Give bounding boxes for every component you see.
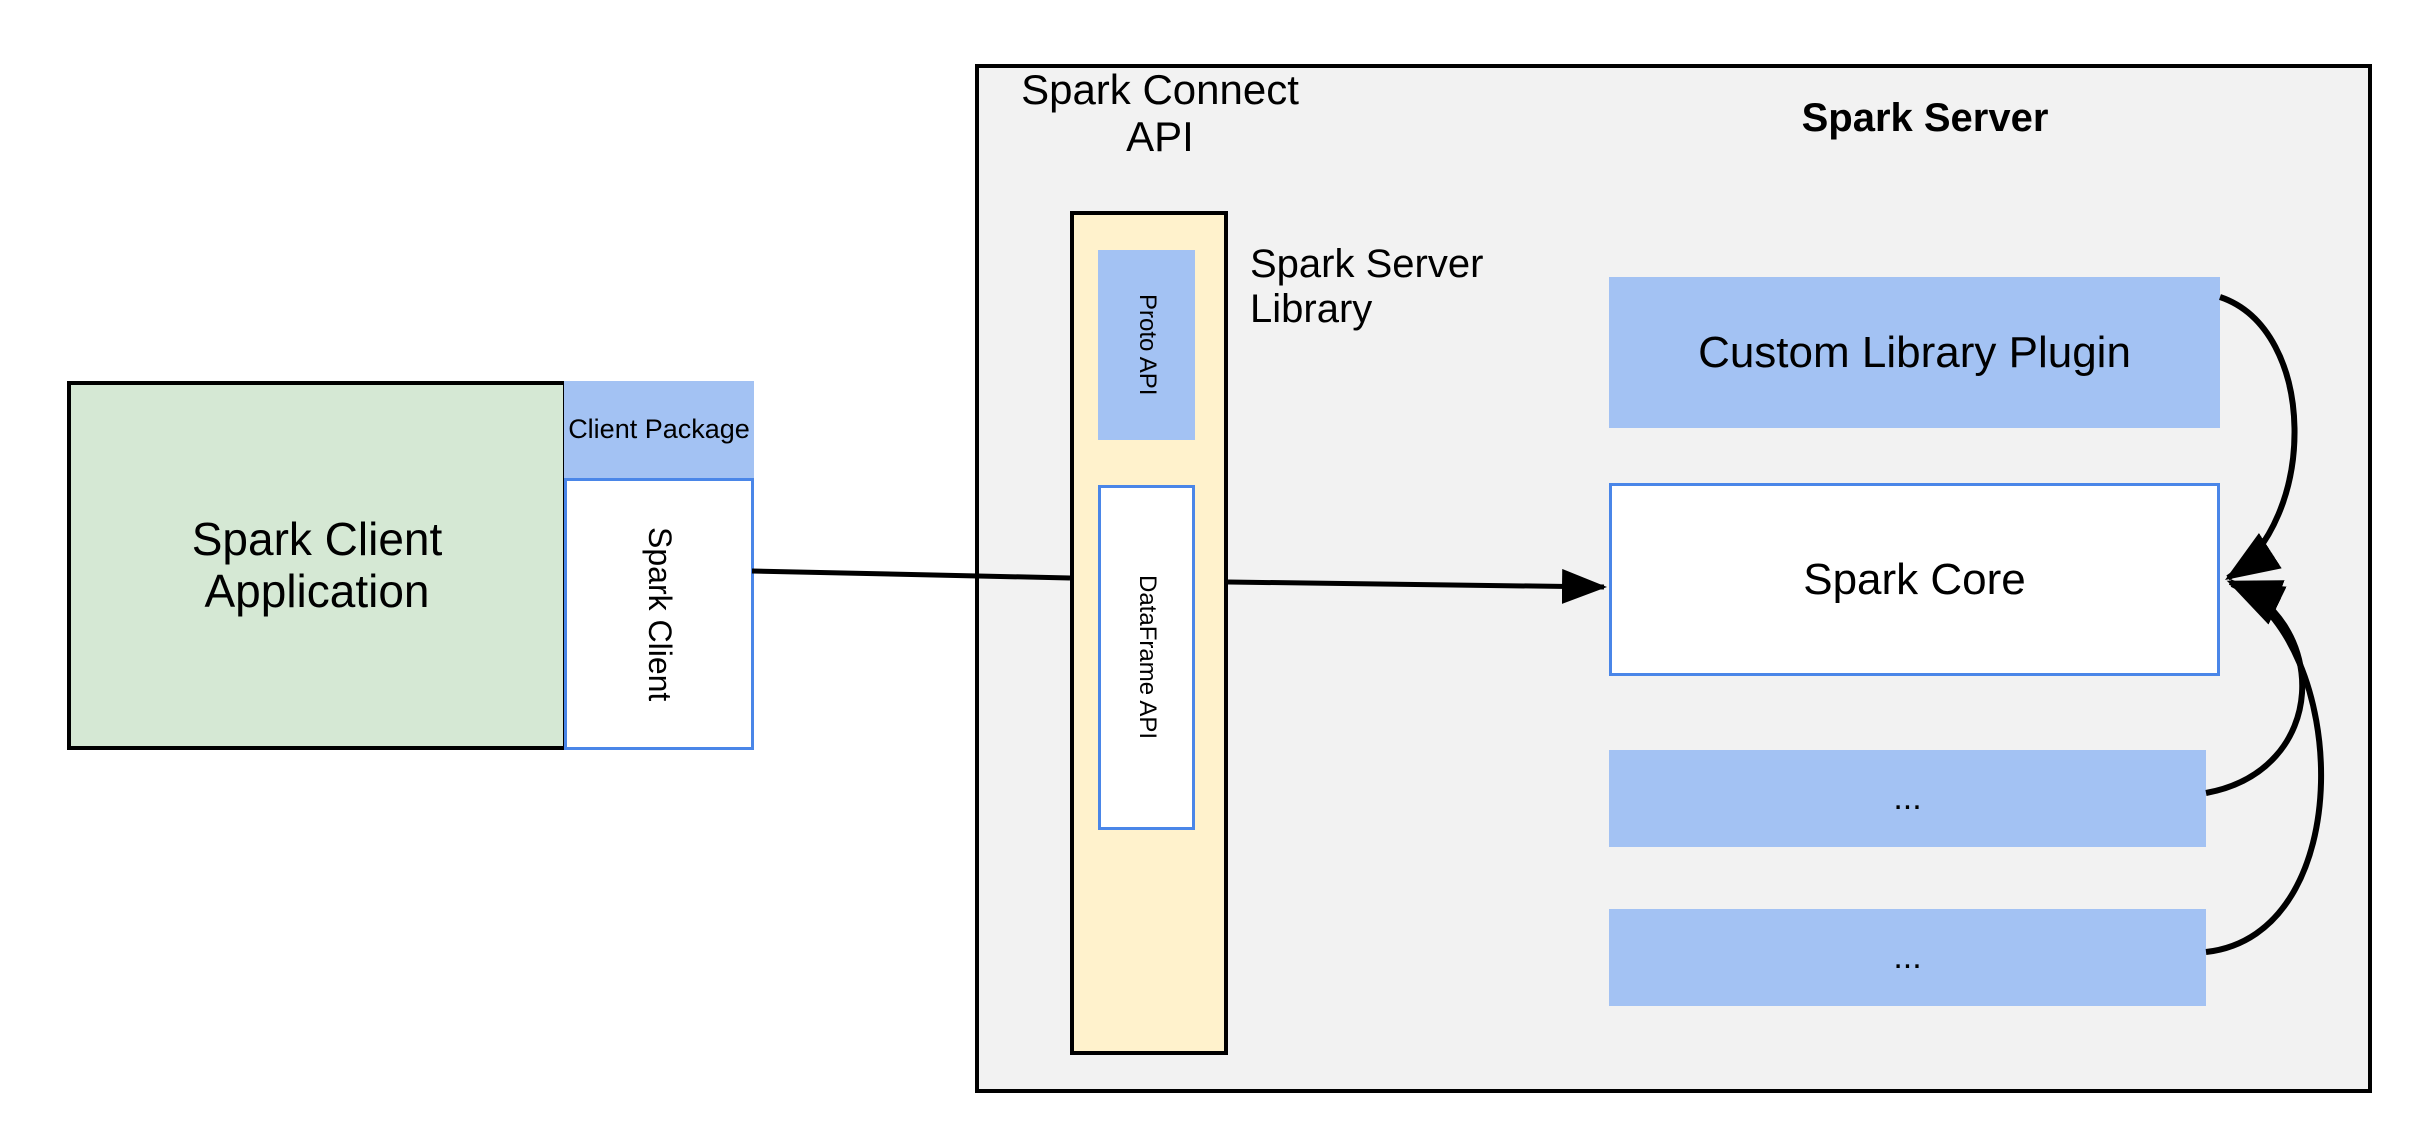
- spark-server-title-text: Spark Server: [1801, 95, 2049, 140]
- spark-connect-api-label: Spark Connect API: [1010, 66, 1310, 184]
- spark-server-title: Spark Server: [1660, 90, 2190, 146]
- spark-client-label: Spark Client: [641, 526, 678, 702]
- spark-server-library-label: Spark Server Library: [1250, 242, 1580, 362]
- proto-api-label: Proto API: [1133, 294, 1161, 396]
- custom-library-plugin-box[interactable]: Custom Library Plugin: [1609, 277, 2220, 428]
- spark-connect-api-text: Spark Connect API: [1021, 66, 1299, 161]
- spark-server-library-text: Spark Server Library: [1250, 242, 1484, 331]
- ellipsis-box-2[interactable]: ...: [1609, 909, 2206, 1006]
- spark-client-box[interactable]: Spark Client: [564, 478, 754, 750]
- spark-client-application-label: Spark Client Application: [191, 512, 443, 617]
- dataframe-api-box[interactable]: DataFrame API: [1098, 485, 1195, 830]
- dataframe-api-label: DataFrame API: [1133, 575, 1161, 740]
- client-package-label: Client Package: [568, 414, 750, 445]
- client-package-box[interactable]: Client Package: [564, 381, 754, 478]
- proto-api-box[interactable]: Proto API: [1098, 250, 1195, 440]
- spark-core-box[interactable]: Spark Core: [1609, 483, 2220, 676]
- ellipsis-label-1: ...: [1893, 779, 1922, 818]
- spark-core-label: Spark Core: [1803, 554, 2026, 604]
- ellipsis-label-2: ...: [1893, 938, 1922, 977]
- custom-library-plugin-label: Custom Library Plugin: [1698, 327, 2131, 377]
- spark-client-application-box[interactable]: Spark Client Application: [67, 381, 567, 750]
- ellipsis-box-1[interactable]: ...: [1609, 750, 2206, 847]
